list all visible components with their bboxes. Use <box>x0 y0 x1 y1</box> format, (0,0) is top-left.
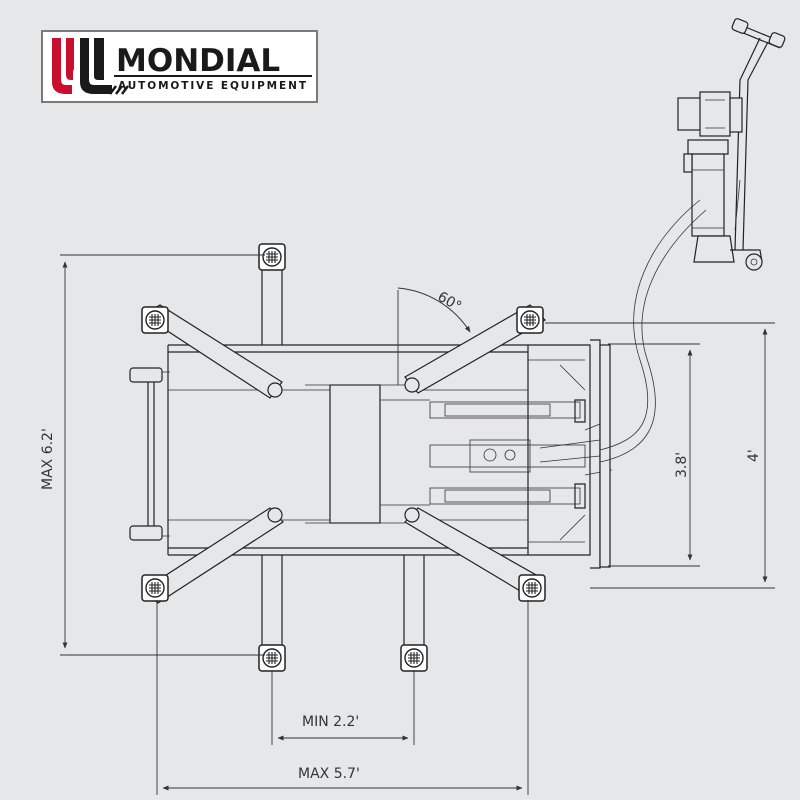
hydraulic-pump-unit <box>599 18 786 463</box>
lift-frame <box>129 260 613 650</box>
span-inner-label: 3.8' <box>674 452 690 478</box>
height-max-label: MAX 6.2' <box>40 428 56 490</box>
lift-arms <box>141 243 546 672</box>
brand-logo: MONDIAL AUTOMOTIVE EQUIPMENT <box>41 30 318 103</box>
brand-tagline: AUTOMOTIVE EQUIPMENT <box>118 80 307 92</box>
width-min-label: MIN 2.2' <box>302 714 359 730</box>
dimension-lines: 60° MAX 6.2' 3.8' 4' MIN 2.2' MAX 5.7' <box>40 254 775 795</box>
angle-label: 60° <box>435 289 465 315</box>
span-outer-label: 4' <box>746 449 762 462</box>
width-max-label: MAX 5.7' <box>298 766 360 782</box>
brand-name: MONDIAL <box>116 43 280 79</box>
